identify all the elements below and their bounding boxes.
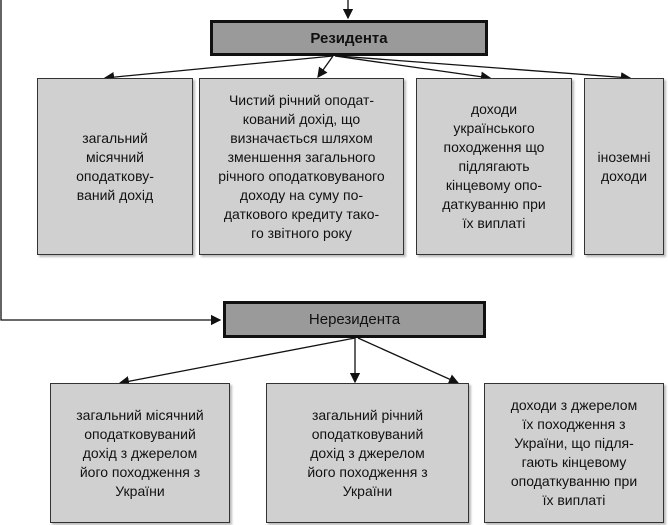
arrow-resident-4 bbox=[337, 55, 632, 83]
text-line: дохід з джерелом bbox=[310, 444, 425, 461]
resident-item-ukrainian-income: доходи українського походження що підляг… bbox=[416, 78, 572, 255]
text-line: даткуванню при bbox=[442, 196, 546, 212]
text-line: походження що bbox=[443, 139, 545, 155]
nonresident-item-final-taxation-income: доходи з джерелом їх походження з Україн… bbox=[484, 383, 664, 523]
arrow-nonresident-3 bbox=[357, 337, 460, 385]
text-line: загальний bbox=[82, 129, 148, 146]
text-line: їх виплаті bbox=[542, 492, 606, 508]
text-line: доходи bbox=[600, 167, 648, 184]
text-line: кінцевому опо- bbox=[445, 177, 543, 193]
text-line: загальний річний bbox=[311, 406, 424, 423]
text-line: оподаткуванню при bbox=[510, 473, 638, 489]
text-line: місячний bbox=[86, 148, 144, 165]
resident-item-monthly-income: загальний місячний оподаткову- ваний дох… bbox=[37, 78, 193, 255]
text-line: їх виплаті bbox=[462, 215, 526, 231]
arrow-nonresident-1 bbox=[118, 337, 356, 387]
text-line: їх походження з bbox=[522, 416, 626, 432]
text-line: України bbox=[342, 482, 393, 499]
text-line: гають кінцевому bbox=[521, 454, 627, 470]
resident-item-net-annual-income: Чистий річний оподат- кований дохід, що … bbox=[199, 78, 404, 255]
nonresident-item-annual-income: загальний річний оподатковуваний дохід з… bbox=[266, 383, 469, 523]
nonresident-header: Нерезидента bbox=[223, 301, 486, 338]
resident-item-foreign-income: іноземні доходи bbox=[584, 78, 664, 255]
text-line: доходи з джерелом bbox=[510, 397, 638, 413]
text-line: його походження з bbox=[307, 463, 428, 480]
text-line: го звітного року bbox=[251, 224, 352, 241]
text-line: даткового кредиту тако- bbox=[223, 205, 380, 222]
text-line: зменшення загального bbox=[227, 148, 376, 165]
text-line: визначається шляхом bbox=[230, 129, 373, 146]
text-line: доходу на суму по- bbox=[239, 186, 364, 203]
text-line: його походження з bbox=[79, 463, 201, 480]
line-left-to-nonresident bbox=[0, 0, 222, 326]
arrow-resident-2 bbox=[317, 55, 334, 79]
text-line: України bbox=[115, 482, 165, 499]
text-line: загальний місячний bbox=[76, 406, 204, 423]
nonresident-item-monthly-income: загальний місячний оподатковуваний дохід… bbox=[50, 383, 230, 523]
text-line: іноземні bbox=[597, 148, 651, 165]
text-line: оподаткову- bbox=[76, 167, 154, 184]
text-line: Чистий річний оподат- bbox=[228, 91, 375, 108]
text-line: ваний дохід bbox=[76, 186, 154, 203]
text-line: України, що підля- bbox=[514, 435, 634, 451]
text-line: доходи bbox=[470, 101, 518, 117]
text-line: кований дохід, що bbox=[242, 110, 361, 127]
text-line: оподатковуваний bbox=[84, 425, 196, 442]
arrow-resident-3 bbox=[334, 55, 492, 82]
resident-header: Резидента bbox=[210, 20, 488, 56]
text-line: оподатковуваний bbox=[311, 425, 424, 442]
arrow-resident-1 bbox=[103, 55, 334, 83]
text-line: дохід з джерелом bbox=[82, 444, 198, 461]
text-line: річного оподатковуваного bbox=[218, 167, 385, 184]
text-line: підлягають bbox=[458, 158, 530, 174]
text-line: українського bbox=[453, 120, 535, 136]
